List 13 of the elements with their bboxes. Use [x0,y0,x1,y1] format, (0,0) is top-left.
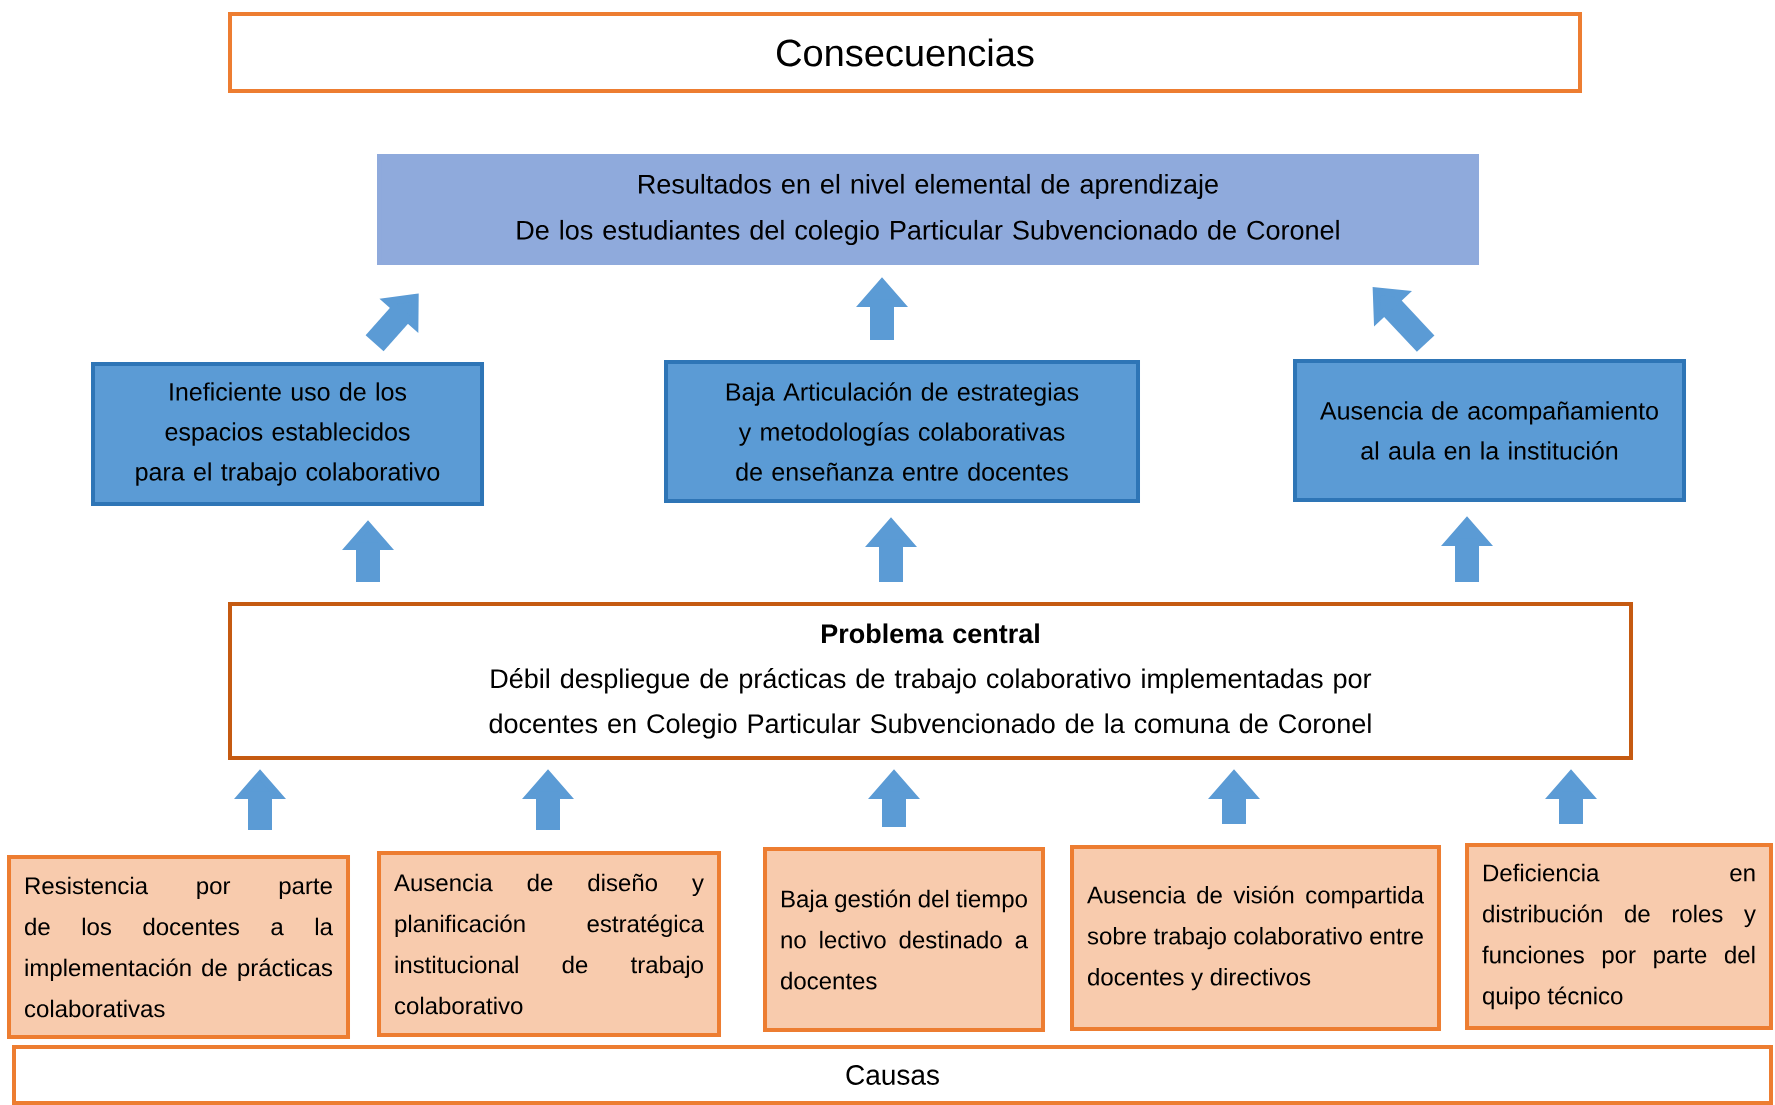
effect-box: Ausencia de acompañamiento al aula en la institución [1293,359,1686,502]
problem-box: Problema central Débil despliegue de prácticas de trabajo colaborativo implementadas por docentes en Colegio Particular Subvencionado de la comuna de Coronel [228,602,1633,760]
cause-box: Ausencia de diseño y planificación estratégica institucional de trabajo colaborativo [377,851,721,1037]
result-box: Resultados en el nivel elemental de aprendizaje De los estudiantes del colegio Particular Subvencionado de Coronel [377,154,1479,265]
heading-box: Causas [12,1045,1773,1105]
heading-box: Consecuencias [228,12,1582,93]
cause-box: Ausencia de visión compartida sobre trabajo colaborativo entre docentes y directivos [1070,845,1441,1031]
cause-box: Deficiencia en distribución de roles y funciones por parte del quipo técnico [1465,843,1773,1030]
effect-box: Ineficiente uso de los espacios establecidos para el trabajo colaborativo [91,362,484,506]
cause-box: Baja gestión del tiempo no lectivo destinado a docentes [763,847,1045,1032]
effect-box: Baja Articulación de estrategias y metodologías colaborativas de enseñanza entre docentes [664,360,1140,503]
cause-box: Resistencia por parte de los docentes a la implementación de prácticas colaborativas [7,855,350,1039]
block-arrow [1372,287,1435,352]
